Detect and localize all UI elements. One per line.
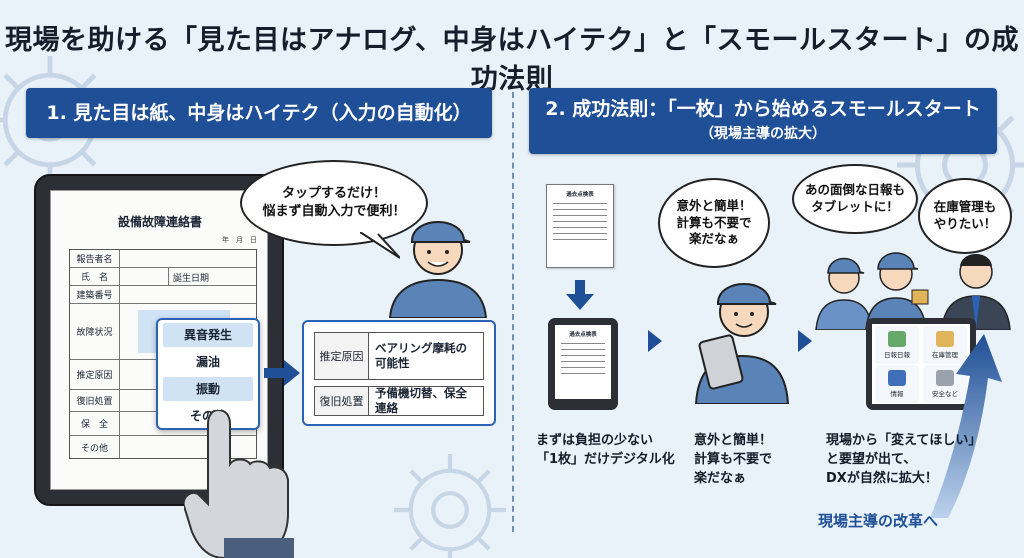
speech-bubble: あの面倒な日報も タブレットに！ [792,164,918,234]
bottom-label: 現場主導の改革へ [818,512,939,530]
app-tile[interactable]: 情報 [875,365,919,403]
right-section-subheader: （現場主導の拡大） [700,126,826,142]
worker-illustration [388,221,488,318]
dropdown-option[interactable]: 漏油 [195,355,220,369]
form-row: 氏 名 誕生日期 [70,268,256,286]
dropdown-option[interactable]: 異音発生 [163,323,253,347]
form-row: 報告者名 [70,250,256,268]
form-label: 建築番号 [70,286,120,303]
report-icon [888,331,906,347]
result-label: 復旧処置 [315,387,369,415]
worker-illustration [694,283,790,404]
app-tile[interactable]: 日報日報 [875,326,919,364]
paper-form-title: 過去点検表 [566,192,594,198]
tablet-doc-title: 過去点検表 [569,332,597,338]
result-value: 予備機切替、保全連絡 [375,386,467,415]
form-label: 氏 名 [70,268,120,285]
dropdown-option[interactable]: 振動 [163,377,253,401]
form-label: 復旧処置 [70,390,120,411]
info-icon [888,370,906,386]
arrow-down-icon [566,280,594,310]
left-section-header: 1. 見た目は紙、中身はハイテク（入力の自動化） [26,88,492,138]
form-date: 年 月 日 [222,236,257,244]
arrow-right-icon [264,360,300,386]
inventory-icon [936,331,954,347]
growth-arrow-icon [930,334,1002,518]
app-tile[interactable]: 在庫管理 [923,326,967,364]
form-label: 報告者名 [70,250,120,267]
form-label: 推定原因 [70,360,120,389]
result-row: 推定原因 ベアリング摩耗の 可能性 [314,332,484,380]
form-label: その他 [70,436,120,458]
form-row: その他 [70,436,256,458]
form-title: 設備故障連絡書 [117,215,202,229]
result-label: 推定原因 [315,333,369,379]
speech-bubble: タップするだけ！ 悩まず自動入力で便利！ [240,160,428,246]
form-label: 保 全 [70,412,120,435]
speech-bubble: 在庫管理も やりたい！ [918,178,1012,254]
bubble-tail [360,232,400,259]
step-caption: 現場から「変えてほしい」 と要望が出て、 DXが自然に拡大！ [826,433,982,486]
safety-icon [936,370,954,386]
gear-icon [394,454,506,558]
step-caption: まずは負担の少ない 「1枚」だけデジタル化 [536,433,675,467]
form-row: 保 全 [70,412,256,436]
workers-group-illustration [815,252,1011,330]
speech-bubble: 意外と簡単！ 計算も不要で 楽だなぁ [658,178,770,268]
page-title: 現場を助ける「見た目はアナログ、中身はハイテク」と「スモールスタート」の成功法則 [5,25,1019,95]
step-caption: 意外と簡単！ 計算も不要で 楽だなぁ [694,433,773,486]
result-value: ベアリング摩耗の 可能性 [375,341,467,370]
pointing-hand-icon [184,410,294,558]
paper-form: 過去点検表 [546,184,614,268]
form-row: 建築番号 [70,286,256,304]
right-section-header: 2. 成功法則：「一枚」から始めるスモールスタート （現場主導の拡大） [529,88,997,154]
small-tablet: 過去点検表 [548,318,618,410]
result-row: 復旧処置 予備機切替、保全連絡 [314,386,484,416]
form-label: 故障状況 [70,304,120,359]
auto-fill-result: 推定原因 ベアリング摩耗の 可能性 復旧処置 予備機切替、保全連絡 [302,320,496,426]
birthday-label: 誕生日期 [168,268,213,285]
chevron-right-icon [648,330,662,352]
app-tablet: 日報日報 在庫管理 情報 安全など [866,318,976,410]
section-divider [512,92,514,532]
chevron-right-icon [798,330,812,352]
